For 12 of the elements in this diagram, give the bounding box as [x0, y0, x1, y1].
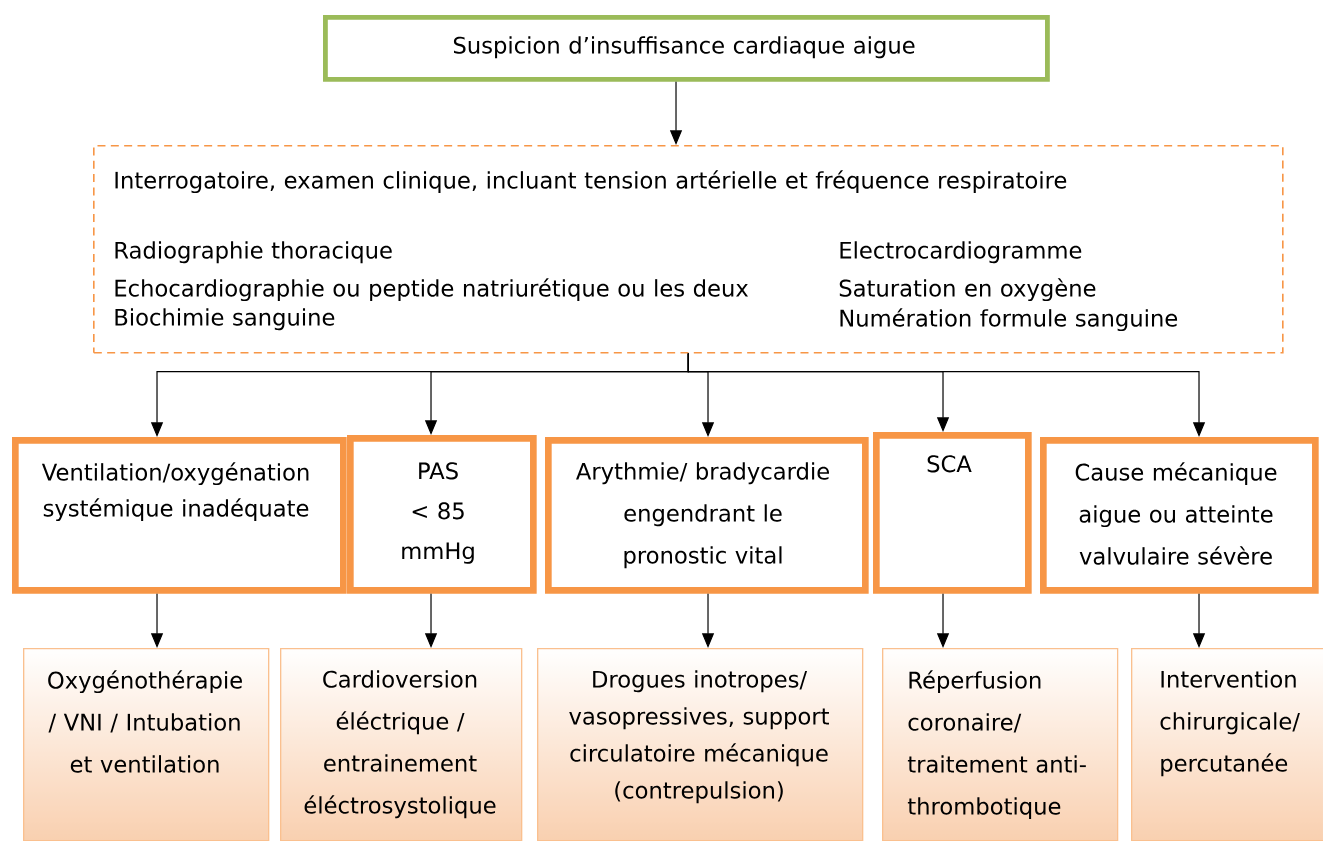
condition-box: SCA	[873, 432, 1032, 594]
treatment-box: Intervention chirurgicale/ percutanée	[1131, 648, 1323, 841]
condition-box: Cause mécanique aigue ou atteinte valvulaire sévère	[1040, 437, 1319, 594]
condition-box: Arythmie/ bradycardie engendrant le pronostic vital	[545, 437, 869, 594]
dashed-box: Interrogatoire, examen clinique, incluant tension artérielle et fréquence respiratoire Radiographie thoracique Electrocardiogramme Echocardiographie ou peptide natriurétique ou les deux Saturation en oxygène Biochimie sanguine Numération formule sanguine	[93, 145, 1284, 354]
condition-box: PAS < 85 mmHg	[347, 435, 537, 594]
treatment-box: Drogues inotropes/ vasopressives, support circulatoire mécanique (contrepulsion)	[537, 648, 864, 841]
treatment-box: Oxygénothérapie / VNI / Intubation et ventilation	[23, 648, 270, 841]
condition-box: Ventilation/oxygénation systémique inadéquate	[12, 437, 347, 594]
process-box: Suspicion d’insuffisance cardiaque aigue	[323, 15, 1050, 82]
treatment-box: Cardioversion éléctrique / entrainement éléctrosystolique	[280, 648, 523, 841]
treatment-box: Réperfusion coronaire/ traitement anti-thrombotique	[882, 648, 1119, 841]
